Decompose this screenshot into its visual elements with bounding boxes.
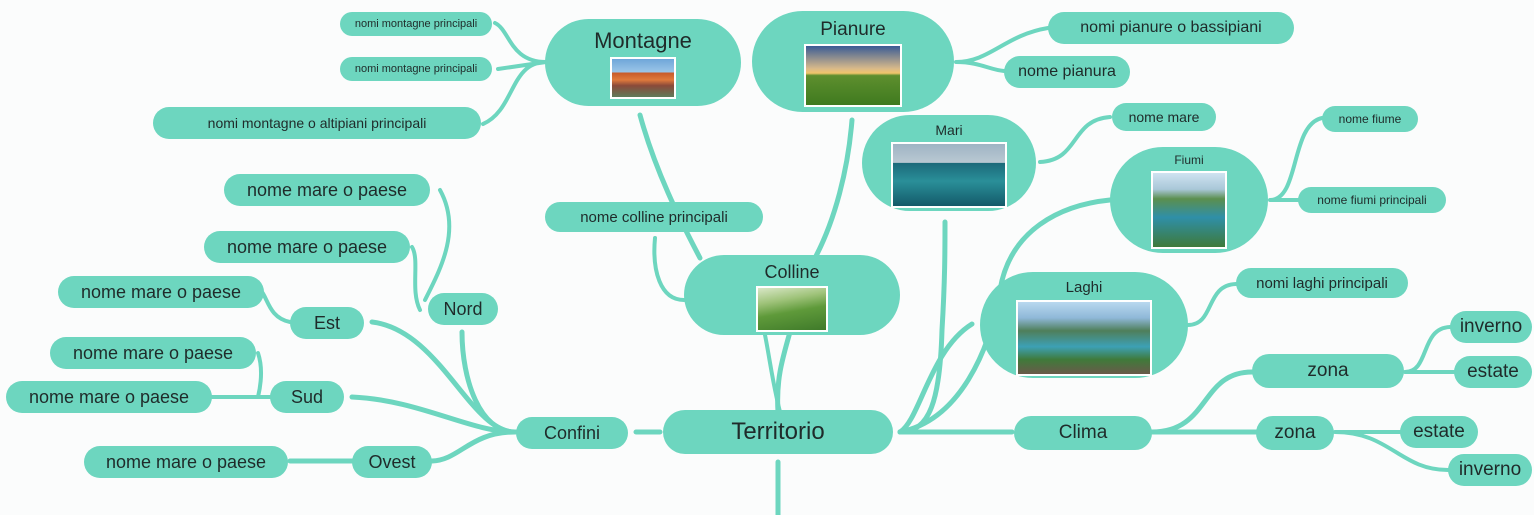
link-sud-mare	[210, 351, 272, 399]
river-photo-icon	[1151, 171, 1227, 249]
nome-mare-paese-node[interactable]: nome mare o paese	[6, 381, 212, 413]
link-zona2-leaves	[1333, 430, 1450, 472]
nome-fiumi-principali-node[interactable]: nome fiumi principali	[1298, 187, 1446, 213]
link-confini-nord	[459, 329, 518, 435]
nome-mare-paese-node[interactable]: nome mare o paese	[84, 446, 288, 478]
link-mari-leaf	[1038, 115, 1112, 164]
nome-mare-paese-node[interactable]: nome mare o paese	[50, 337, 256, 369]
nome-mare-paese-node[interactable]: nome mare o paese	[58, 276, 264, 308]
sud-node[interactable]: Sud	[270, 381, 344, 413]
link-laghi-leaf	[1186, 282, 1238, 327]
link-fiumi-leaves	[1268, 116, 1324, 202]
laghi-node[interactable]: Laghi	[980, 272, 1188, 378]
ovest-node[interactable]: Ovest	[352, 446, 432, 478]
nome-mare-node[interactable]: nome mare	[1112, 103, 1216, 131]
pianure-label: Pianure	[820, 19, 886, 40]
link-territorio-colline	[775, 329, 793, 415]
montagne-label: Montagne	[594, 28, 692, 53]
nome-mare-paese-node[interactable]: nome mare o paese	[224, 174, 430, 206]
clima-node[interactable]: Clima	[1014, 416, 1152, 450]
territorio-node[interactable]: Territorio	[663, 410, 893, 454]
zona-node[interactable]: zona	[1252, 354, 1404, 388]
inverno-node[interactable]: inverno	[1448, 454, 1532, 486]
link-zona1-leaves	[1403, 325, 1456, 374]
nomi-montagne-node[interactable]: nomi montagne principali	[340, 57, 492, 81]
colline-label: Colline	[764, 262, 820, 282]
estate-node[interactable]: estate	[1454, 356, 1532, 388]
nomi-montagne-altipiani-node[interactable]: nomi montagne o altipiani principali	[153, 107, 481, 139]
nomi-laghi-node[interactable]: nomi laghi principali	[1236, 268, 1408, 298]
nome-colline-node[interactable]: nome colline principali	[545, 202, 763, 232]
link-territorio-colline-2	[763, 333, 782, 414]
plain-photo-icon	[804, 44, 902, 107]
sea-photo-icon	[891, 142, 1007, 208]
confini-node[interactable]: Confini	[516, 417, 628, 449]
inverno-node[interactable]: inverno	[1450, 311, 1532, 343]
pianure-node[interactable]: Pianure	[752, 11, 954, 112]
link-colline-pianure	[812, 117, 855, 261]
fiumi-label: Fiumi	[1174, 153, 1204, 167]
colline-node[interactable]: Colline	[684, 255, 900, 335]
link-nord-mare	[410, 188, 452, 312]
link-clima-zona	[1149, 369, 1259, 435]
mountain-photo-icon	[610, 57, 676, 99]
nome-pianura-node[interactable]: nome pianura	[1004, 56, 1130, 88]
link-confini-ovest	[429, 429, 518, 464]
hills-photo-icon	[756, 286, 828, 332]
lake-photo-icon	[1016, 300, 1152, 376]
estate-node[interactable]: estate	[1400, 416, 1478, 448]
mari-node[interactable]: Mari	[862, 115, 1036, 211]
fiumi-node[interactable]: Fiumi	[1110, 147, 1268, 253]
montagne-node[interactable]: Montagne	[545, 19, 741, 106]
nome-mare-paese-node[interactable]: nome mare o paese	[204, 231, 410, 263]
nomi-pianure-node[interactable]: nomi pianure o bassipiani	[1048, 12, 1294, 44]
link-confini-sud	[349, 394, 518, 435]
link-montagne-leaves	[481, 21, 548, 126]
est-node[interactable]: Est	[290, 307, 364, 339]
zona-node[interactable]: zona	[1256, 416, 1334, 450]
link-colline-montagne	[637, 112, 703, 261]
link-est-mare	[260, 290, 292, 324]
link-territorio-laghi	[897, 321, 975, 435]
link-colline-label	[652, 236, 686, 302]
nord-node[interactable]: Nord	[428, 293, 498, 325]
nomi-montagne-node[interactable]: nomi montagne principali	[340, 12, 492, 36]
nome-fiume-node[interactable]: nome fiume	[1322, 106, 1418, 132]
mari-label: Mari	[935, 122, 963, 138]
link-pianure-leaves	[954, 26, 1050, 73]
laghi-label: Laghi	[1065, 279, 1103, 296]
